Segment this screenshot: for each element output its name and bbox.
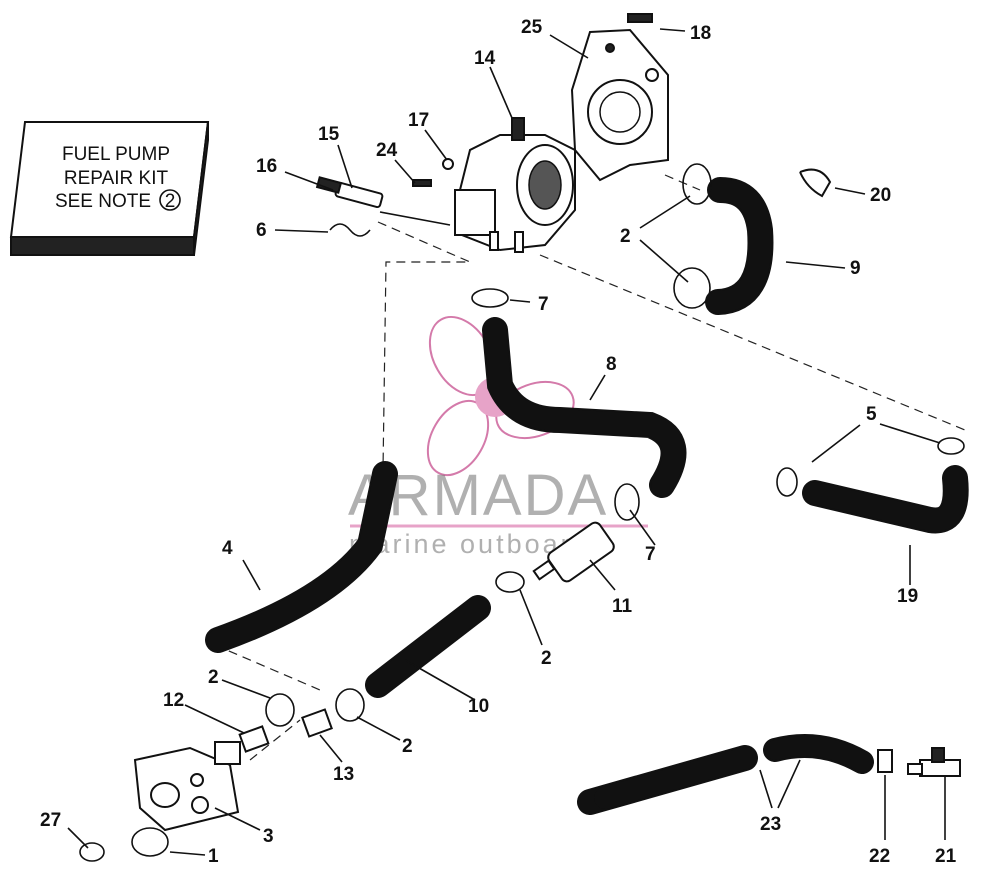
fuel-filter [532, 521, 615, 583]
kit-note-number: 2 [165, 191, 176, 212]
fitting-15 [334, 181, 384, 209]
callout-18: 18 [690, 23, 711, 44]
callout-3: 3 [263, 826, 274, 847]
callout-7b: 7 [645, 544, 656, 565]
callout-27: 27 [40, 810, 61, 831]
callout-7a: 7 [538, 294, 549, 315]
shutoff-valve [907, 747, 961, 777]
callout-25: 25 [521, 17, 543, 38]
fuel-connector-3 [133, 741, 241, 832]
routing-lines [214, 174, 966, 761]
callout-15: 15 [318, 124, 340, 145]
callout-23: 23 [760, 814, 781, 835]
hoses [205, 177, 969, 815]
callout-2a: 2 [620, 226, 631, 247]
clamps [79, 163, 965, 862]
kit-line-1: FUEL PUMP [62, 144, 170, 165]
callout-9: 9 [850, 258, 861, 279]
callout-4: 4 [222, 538, 233, 559]
callout-21: 21 [935, 846, 957, 867]
callout-2c: 2 [208, 667, 219, 688]
clamp-7a [471, 288, 509, 308]
callout-8: 8 [606, 354, 617, 375]
callout-6: 6 [256, 220, 267, 241]
callout-17: 17 [408, 110, 429, 131]
callout-14: 14 [474, 48, 496, 69]
callout-16: 16 [256, 156, 277, 177]
washer-17 [442, 158, 454, 170]
connectors [238, 708, 333, 753]
kit-line-3: SEE NOTE [55, 191, 151, 212]
callout-10: 10 [468, 696, 489, 717]
screw-24 [412, 179, 432, 187]
kit-line-2: REPAIR KIT [64, 168, 169, 189]
callout-numbers: 18 25 14 17 24 15 16 6 20 2 9 7 8 5 7 19… [40, 17, 957, 867]
fuel-pump [454, 117, 576, 253]
mounting-plate [570, 28, 669, 182]
callout-12: 12 [163, 690, 184, 711]
clamp-20 [799, 168, 832, 198]
screw-18 [627, 13, 653, 23]
callout-22: 22 [869, 846, 890, 867]
callout-5: 5 [866, 404, 877, 425]
callout-11: 11 [612, 596, 633, 617]
clamp-7b [614, 483, 640, 521]
callout-19: 19 [897, 586, 918, 607]
leader-lines [67, 28, 946, 856]
callout-2b: 2 [541, 648, 552, 669]
callout-24: 24 [376, 140, 398, 161]
callout-20: 20 [870, 185, 891, 206]
repair-kit-box: FUEL PUMP REPAIR KIT SEE NOTE 2 [9, 121, 210, 256]
clip-6 [329, 223, 371, 237]
callout-13: 13 [333, 764, 354, 785]
callout-1: 1 [208, 846, 219, 867]
pump-fittings [315, 13, 832, 237]
callout-2d: 2 [402, 736, 413, 757]
clamp-22 [877, 749, 893, 773]
